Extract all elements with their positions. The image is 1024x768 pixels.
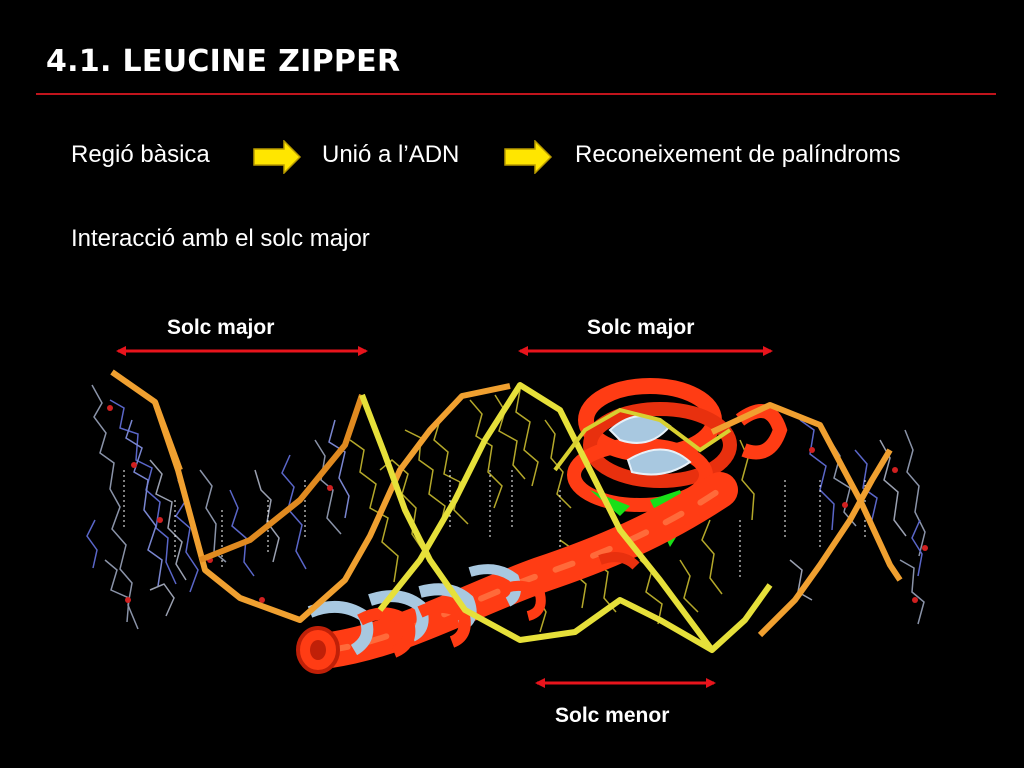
dna-backbone-orange-right — [757, 448, 893, 638]
dna-backbone-yellow-cross — [377, 382, 715, 652]
protein-helix-lower — [296, 472, 738, 674]
right-arrow-icon — [253, 140, 302, 174]
groove-label-major-right: Solc major — [587, 316, 695, 339]
dna-backbone-yellow-back — [553, 407, 732, 472]
hydrogen-bonds-left — [123, 470, 306, 570]
flow-step-basic-region: Regió bàsica — [71, 141, 210, 168]
flow-step-palindrome-recognition: Reconeixement de palíndroms — [575, 141, 901, 168]
hydrogen-bonds-middle — [449, 470, 741, 580]
right-arrow-icon — [504, 140, 553, 174]
title-divider — [36, 93, 996, 95]
dna-backbone-orange-right-upper — [710, 402, 903, 582]
slide-title: 4.1. LEUCINE ZIPPER — [46, 44, 401, 79]
dna-base-pairs-left — [86, 384, 350, 630]
groove-label-minor: Solc menor — [555, 704, 670, 727]
flow-step-dna-binding: Unió a l’ADN — [322, 141, 460, 168]
groove-label-major-left: Solc major — [167, 316, 275, 339]
slide-subtitle: Interacció amb el solc major — [71, 225, 370, 252]
dna-backbone-orange-back — [198, 394, 365, 563]
dna-backbone-yellow-front — [359, 393, 773, 653]
